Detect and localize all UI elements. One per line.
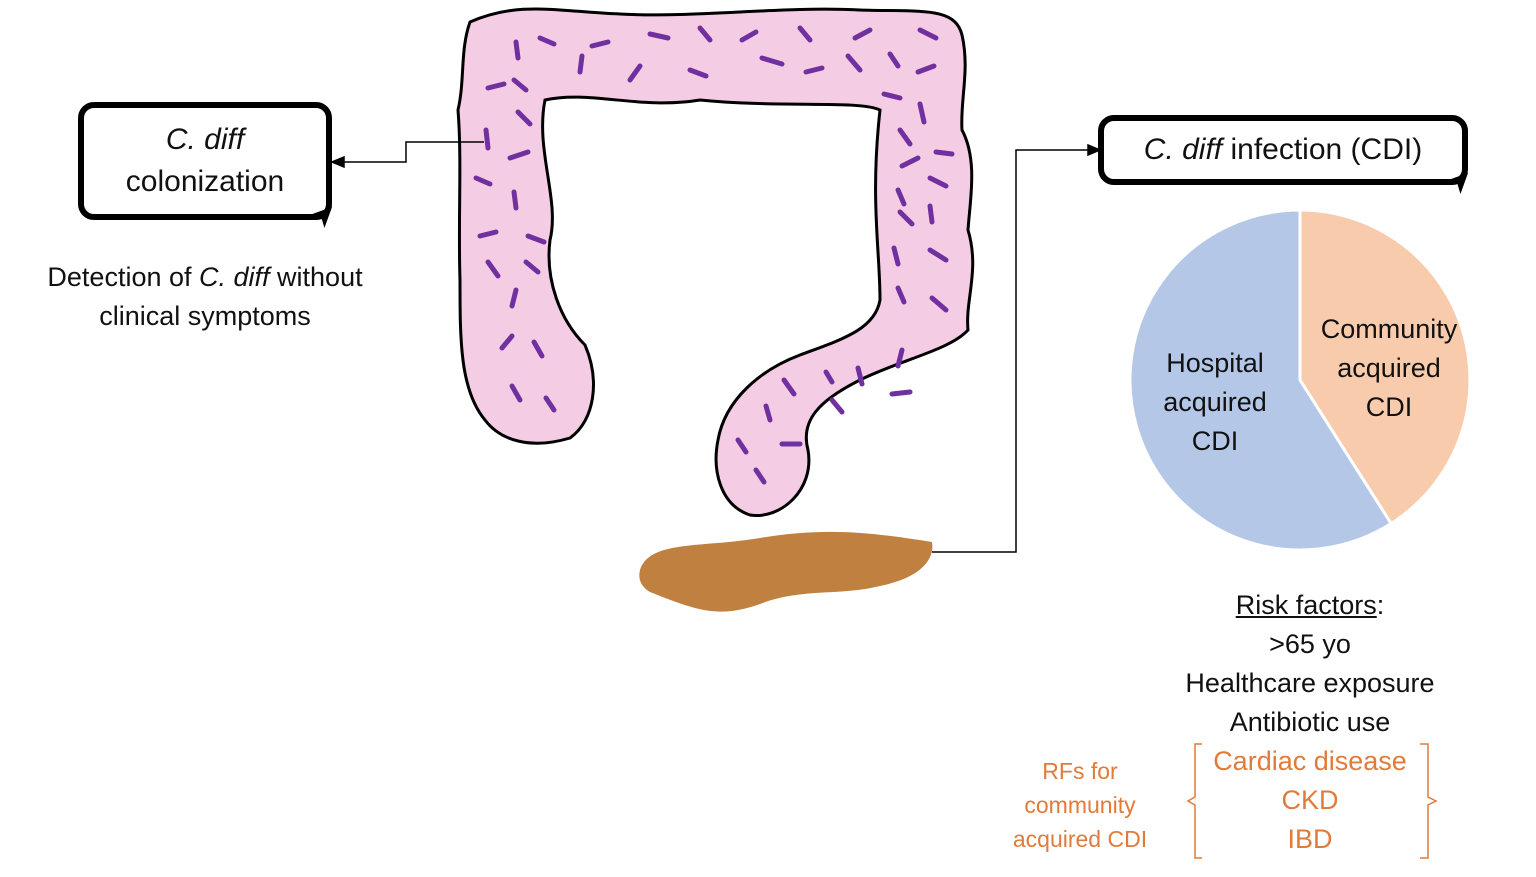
pie-slice-hospital [1128,208,1394,552]
colonization-note: Detection of C. diff without clinical sy… [10,258,400,336]
risk-factors-colon: : [1376,590,1385,620]
risk-factor-antibiotic: Antibiotic use [1229,707,1391,737]
note-text-before: Detection of [47,262,199,292]
risk-factors-heading: Risk factors: [1150,586,1470,625]
community-rf-note-line1: RFs for [1042,758,1118,784]
risk-factor-age: >65 yo [1269,629,1351,659]
risk-factors-title: Risk factors [1235,590,1377,620]
risk-factor-ckd: CKD [1281,785,1339,815]
pie-label-hospital-line1: Hospital [1166,348,1264,378]
community-rf-bracket [1186,743,1438,859]
community-rf-note-line3: acquired CDI [1012,826,1148,852]
note-text-line2: clinical symptoms [99,301,311,331]
infection-box: C. diff infection (CDI) [1098,115,1468,185]
colon-illustration [456,7,975,518]
pie-label-community-line3: CDI [1365,392,1413,422]
note-text-italic: C. diff [199,262,270,292]
infection-label: infection (CDI) [1222,133,1423,166]
community-rf-note: RFs for community acquired CDI [990,754,1170,856]
pie-label-community-line1: Community [1320,314,1458,344]
pie-label-hospital-line2: acquired [1163,387,1267,417]
risk-factor-healthcare: Healthcare exposure [1185,668,1435,698]
risk-factor-ibd: IBD [1287,824,1333,854]
connector-colonization [330,141,484,169]
connector-infection [932,143,1102,553]
pie-chart [1128,208,1472,552]
note-text-after: without [269,262,363,292]
community-rf-note-line2: community [1024,792,1136,818]
pie-label-community-line2: acquired [1337,353,1441,383]
stool-illustration [639,531,933,612]
pie-label-community: Community acquired CDI [1306,310,1472,427]
colonization-box: C. diff colonization [78,102,332,220]
colonization-label: colonization [125,165,285,198]
colonization-italic: C. diff [165,123,245,156]
risk-factor-cardiac: Cardiac disease [1213,746,1407,776]
pie-label-hospital-line3: CDI [1191,426,1239,456]
bacteria-rods [473,25,955,485]
infection-italic: C. diff [1143,133,1223,166]
pie-label-hospital: Hospital acquired CDI [1140,344,1290,461]
